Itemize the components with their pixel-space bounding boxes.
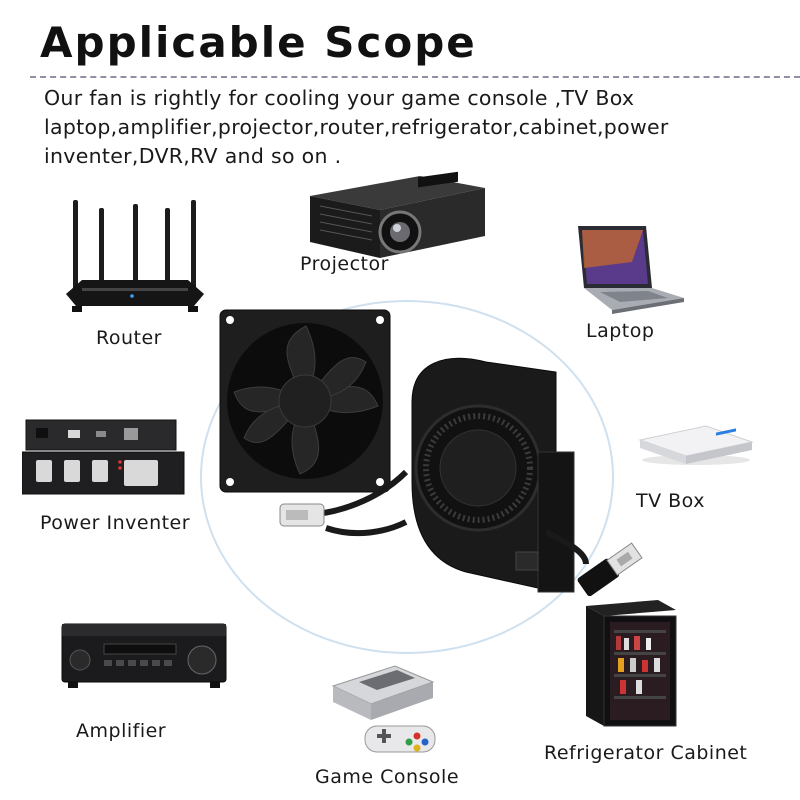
description-line-3: inventer,DVR,RV and so on . (44, 144, 342, 168)
laptop-label: Laptop (586, 320, 655, 342)
game-console-image (331, 665, 436, 753)
page-title: Applicable Scope (40, 18, 477, 67)
description-text: Our fan is rightly for cooling your game… (44, 84, 764, 171)
usb-plug-icon (577, 542, 643, 596)
router-image (66, 200, 204, 312)
power-inventer-label: Power Inventer (40, 512, 191, 534)
description-line-1: Our fan is rightly for cooling your game… (44, 86, 635, 110)
laptop-image (578, 226, 684, 314)
description-line-2: laptop,amplifier,projector,router,refrig… (44, 115, 669, 139)
dashed-divider (30, 76, 800, 78)
projector-image (310, 171, 485, 258)
router-label: Router (96, 327, 162, 349)
refrigerator-cabinet-image (586, 600, 677, 727)
power-inventer-image (22, 419, 185, 495)
projector-label: Projector (300, 253, 389, 275)
center-circle (200, 300, 614, 654)
cooling-fans-image (219, 309, 589, 593)
amplifier-image (61, 623, 227, 688)
tv-box-image (638, 425, 754, 465)
amplifier-label: Amplifier (76, 720, 167, 742)
tv-box-label: TV Box (636, 490, 705, 512)
game-console-label: Game Console (315, 766, 460, 788)
refrigerator-cabinet-label: Refrigerator Cabinet (544, 742, 748, 764)
